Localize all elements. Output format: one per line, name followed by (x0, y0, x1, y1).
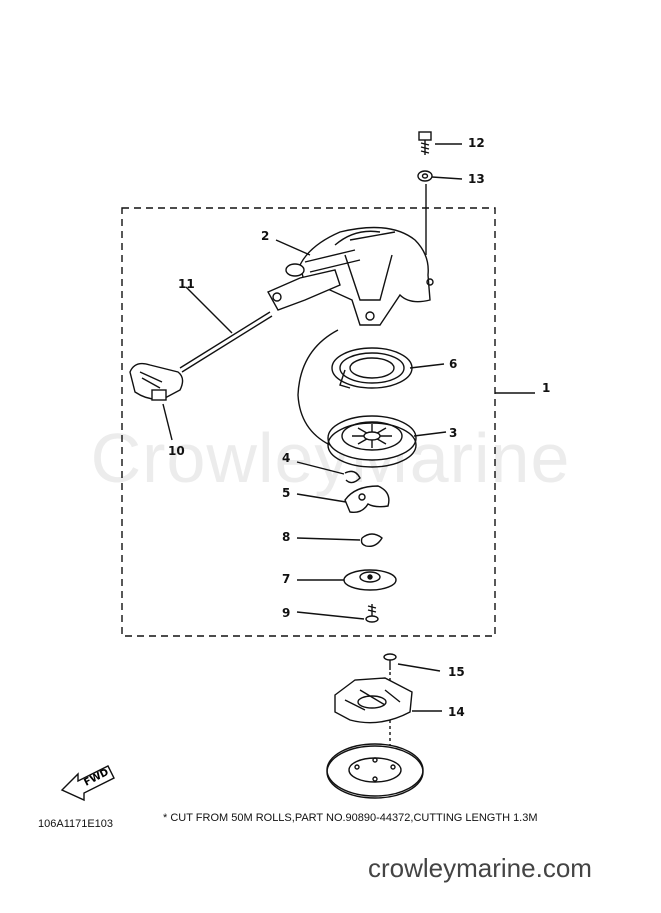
callout-7: 7 (282, 572, 291, 586)
assembly-boundary (121, 207, 496, 637)
site-link[interactable]: crowleymarine.com (368, 853, 592, 883)
callout-6: 6 (449, 357, 458, 371)
callout-15: 15 (448, 665, 465, 679)
callout-4: 4 (282, 451, 291, 465)
callout-12: 12 (468, 136, 485, 150)
footnote: * CUT FROM 50M ROLLS,PART NO.90890-44372… (163, 812, 538, 824)
callout-9: 9 (282, 606, 291, 620)
callout-10: 10 (168, 444, 185, 458)
starter-housing-2 (285, 226, 434, 326)
diagram-code: 106A1171E103 (38, 818, 114, 830)
drive-plate-7 (343, 569, 397, 591)
callout-11: 11 (178, 277, 195, 291)
washer-13 (417, 170, 433, 182)
screw-9 (365, 604, 379, 623)
starter-rope (297, 329, 339, 446)
clip-4 (344, 470, 361, 484)
fwd-arrow (60, 765, 115, 802)
callout-8: 8 (282, 530, 291, 544)
callout-3: 3 (449, 426, 458, 440)
callout-14: 14 (448, 705, 465, 719)
callout-2: 2 (261, 229, 270, 243)
callout-5: 5 (282, 486, 291, 500)
starter-pulley-14 (334, 677, 413, 724)
sheave-drum-3 (327, 415, 417, 468)
spring-8 (360, 533, 383, 548)
rope-guide-11 (179, 269, 341, 373)
callout-13: 13 (468, 172, 485, 186)
callout-1: 1 (542, 381, 551, 395)
flywheel-plate (326, 743, 424, 799)
starter-handle-10 (129, 362, 184, 401)
pawl-5 (344, 485, 390, 514)
screw-15 (383, 653, 397, 670)
spiral-spring-6 (331, 347, 413, 389)
bolt-12 (418, 131, 432, 155)
